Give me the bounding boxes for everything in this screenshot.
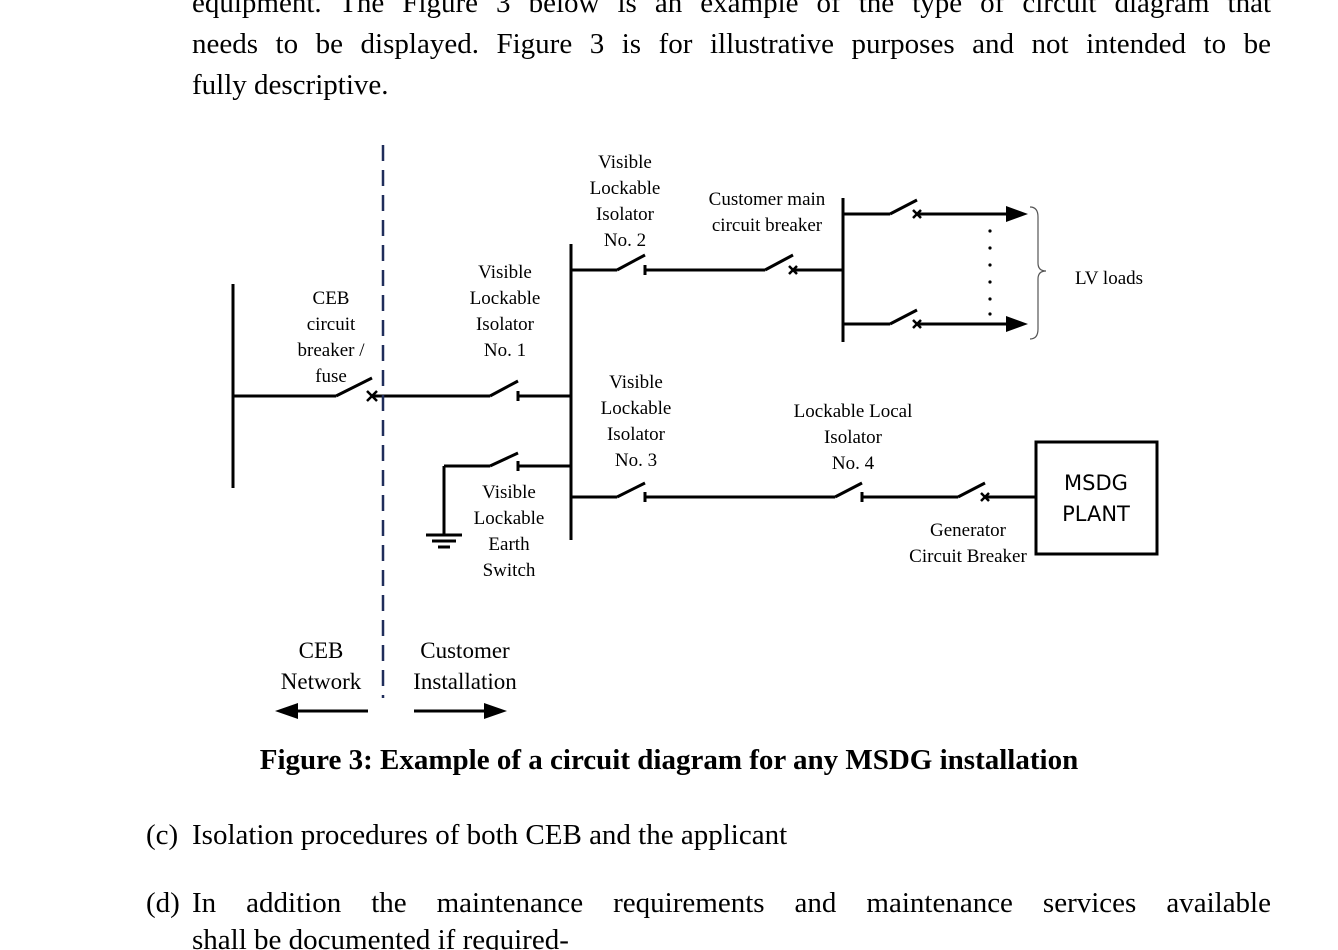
customer-breaker-label-2: circuit breaker bbox=[712, 215, 823, 236]
ceb-breaker-label-3: breaker / bbox=[298, 340, 366, 361]
isolator-4-blade bbox=[834, 481, 863, 499]
isolator-2-label-1: Visible bbox=[598, 152, 652, 173]
intro-line-1: equipment. The Figure 3 below is an exam… bbox=[192, 0, 1271, 19]
list-text-d: In addition the maintenance requirements… bbox=[192, 885, 1271, 950]
intro-line-3: fully descriptive. bbox=[192, 69, 389, 101]
circuit-diagram: CEB circuit breaker / fuse Visible Locka… bbox=[231, 145, 1159, 719]
isolator-4-label-1: Lockable Local bbox=[794, 401, 913, 422]
list-text-c: Isolation procedures of both CEB and the… bbox=[192, 819, 788, 851]
isolator-2-label-3: Isolator bbox=[596, 204, 655, 225]
msdg-plant-box bbox=[1034, 440, 1159, 556]
isolator-3-label-1: Visible bbox=[609, 372, 663, 393]
lv-top-arrowhead-icon bbox=[1006, 206, 1028, 222]
ceb-breaker-label-2: circuit bbox=[307, 314, 356, 335]
customer-breaker-label-1: Customer main bbox=[709, 189, 826, 210]
isolator-3-label-2: Lockable bbox=[601, 398, 672, 419]
lv-feeder-top-blade bbox=[889, 198, 918, 216]
isolator-3-blade bbox=[616, 481, 646, 499]
earth-switch-label-1: Visible bbox=[482, 482, 536, 503]
isolator-3-label-3: Isolator bbox=[607, 424, 666, 445]
ceb-breaker-blade bbox=[335, 376, 373, 398]
list-marker-c: (c) bbox=[146, 819, 179, 851]
plant-label-2: PLANT bbox=[1062, 502, 1130, 526]
isolator-3-label-4: No. 3 bbox=[615, 450, 657, 471]
figure-caption: Figure 3: Example of a circuit diagram f… bbox=[259, 744, 1079, 776]
earth-switch-label-3: Earth bbox=[488, 534, 530, 555]
isolator-4-label-2: Isolator bbox=[824, 427, 883, 448]
lv-loads-brace bbox=[1029, 206, 1047, 340]
earth-switch-label-4: Switch bbox=[483, 560, 536, 581]
customer-breaker-blade bbox=[764, 253, 794, 272]
generator-breaker-blade bbox=[957, 481, 986, 499]
generator-breaker-label: Generator Circuit Breaker bbox=[909, 520, 1027, 567]
msdg-plant-label: MSDG PLANT bbox=[1062, 471, 1130, 526]
customer-installation-label-2: Installation bbox=[413, 669, 517, 694]
ceb-breaker-label: CEB circuit breaker / fuse bbox=[298, 288, 366, 387]
customer-installation-label: Customer Installation bbox=[413, 638, 517, 694]
lv-ellipsis-dots bbox=[988, 229, 992, 316]
customer-breaker-x-icon bbox=[788, 265, 798, 275]
isolator-1-label: Visible Lockable Isolator No. 1 bbox=[470, 262, 541, 361]
isolator-1-label-1: Visible bbox=[478, 262, 532, 283]
ceb-breaker-label-4: fuse bbox=[315, 366, 347, 387]
breaker-marks bbox=[366, 209, 990, 502]
ceb-network-label: CEB Network bbox=[281, 638, 362, 694]
isolator-4-label-3: No. 4 bbox=[832, 453, 875, 474]
lv-bottom-x-icon bbox=[912, 319, 922, 329]
ceb-breaker-x-icon bbox=[366, 390, 378, 402]
list-text-d-line-1: In addition the maintenance requirements… bbox=[192, 887, 1271, 919]
isolator-1-blade bbox=[489, 379, 519, 398]
generator-breaker-label-1: Generator bbox=[930, 520, 1007, 541]
isolator-2-label: Visible Lockable Isolator No. 2 bbox=[590, 152, 661, 251]
list-text-d-line-2: shall be documented if required- bbox=[192, 924, 569, 950]
customer-installation-label-1: Customer bbox=[420, 638, 510, 663]
ceb-breaker-label-1: CEB bbox=[313, 288, 350, 309]
generator-breaker-label-2: Circuit Breaker bbox=[909, 546, 1027, 567]
isolator-1-label-2: Lockable bbox=[470, 288, 541, 309]
ceb-network-label-2: Network bbox=[281, 669, 362, 694]
isolator-2-label-2: Lockable bbox=[590, 178, 661, 199]
ceb-arrowhead-icon bbox=[275, 703, 298, 719]
lv-loads-label: LV loads bbox=[1075, 268, 1143, 289]
isolator-1-label-4: No. 1 bbox=[484, 340, 526, 361]
intro-line-2: needs to be displayed. Figure 3 is for i… bbox=[192, 28, 1271, 60]
lv-top-x-icon bbox=[912, 209, 922, 219]
isolator-1-label-3: Isolator bbox=[476, 314, 535, 335]
lv-feeder-bottom-blade bbox=[889, 308, 918, 326]
earth-switch-blade bbox=[489, 451, 519, 468]
intro-paragraph: equipment. The Figure 3 below is an exam… bbox=[192, 0, 1271, 106]
isolator-4-label: Lockable Local Isolator No. 4 bbox=[794, 401, 913, 474]
isolator-2-label-4: No. 2 bbox=[604, 230, 646, 251]
isolator-3-label: Visible Lockable Isolator No. 3 bbox=[601, 372, 672, 471]
earth-switch-label: Visible Lockable Earth Switch bbox=[474, 482, 545, 581]
earth-switch-label-2: Lockable bbox=[474, 508, 545, 529]
isolator-2-blade bbox=[616, 253, 646, 272]
ceb-network-label-1: CEB bbox=[299, 638, 344, 663]
customer-main-breaker-label: Customer main circuit breaker bbox=[709, 189, 826, 236]
lv-bottom-arrowhead-icon bbox=[1006, 316, 1028, 332]
customer-arrowhead-icon bbox=[484, 703, 507, 719]
plant-label-1: MSDG bbox=[1064, 471, 1128, 495]
generator-breaker-x-icon bbox=[980, 492, 990, 502]
list-marker-d: (d) bbox=[146, 887, 180, 919]
